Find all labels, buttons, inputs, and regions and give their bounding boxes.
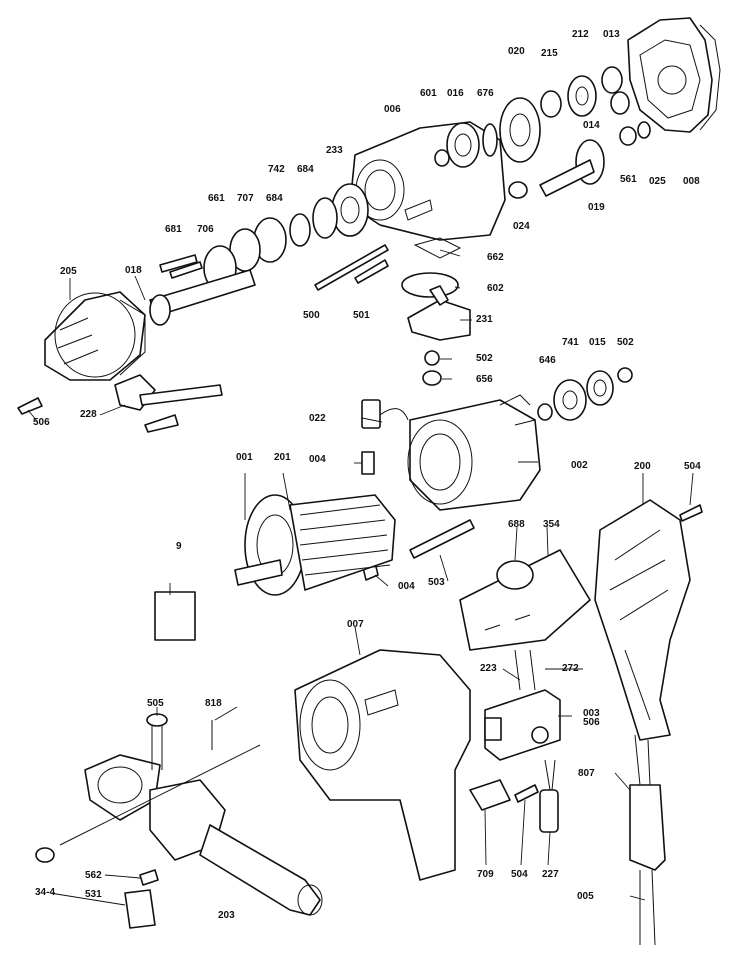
label-501: 501: [353, 310, 370, 321]
label-562: 562: [85, 870, 102, 881]
gear-housing-006: [349, 121, 506, 241]
label-807: 807: [578, 768, 595, 779]
label-503: 503: [428, 577, 445, 588]
clutch-stack: [203, 183, 369, 291]
label-601: 601: [420, 88, 437, 99]
label-016: 016: [447, 88, 464, 99]
label-013: 013: [603, 29, 620, 40]
label-504-handle: 504: [684, 461, 701, 472]
label-34-4: 34-4: [35, 887, 56, 898]
switch-cover-354: [459, 549, 591, 651]
label-020: 020: [508, 46, 525, 57]
pins-500-501: [169, 244, 389, 291]
label-500: 500: [303, 310, 320, 321]
gear-case-cover-008: [627, 17, 721, 133]
motor-housing-007: [294, 649, 471, 881]
label-223: 223: [480, 663, 497, 674]
label-014: 014: [583, 120, 600, 131]
label-201: 201: [274, 452, 291, 463]
spindle-018: [149, 254, 256, 326]
label-818: 818: [205, 698, 222, 709]
label-354: 354: [543, 519, 560, 530]
label-227: 227: [542, 869, 559, 880]
label-231: 231: [476, 314, 493, 325]
label-531: 531: [85, 889, 102, 900]
label-205: 205: [60, 266, 77, 277]
label-9: 9: [176, 541, 182, 552]
label-004-lower: 004: [398, 581, 415, 592]
label-646: 646: [539, 355, 556, 366]
label-200: 200: [634, 461, 651, 472]
label-005: 005: [577, 891, 594, 902]
label-742: 742: [268, 164, 285, 175]
label-684-lower: 684: [266, 193, 283, 204]
label-684-upper: 684: [297, 164, 314, 175]
label-741: 741: [562, 337, 579, 348]
label-024: 024: [513, 221, 530, 232]
screw-504: [679, 504, 703, 522]
label-272: 272: [562, 663, 579, 674]
label-018: 018: [125, 265, 142, 276]
screw-506: [17, 397, 43, 415]
label-025: 025: [649, 176, 666, 187]
screw-503: [409, 519, 475, 559]
side-handle-203: [35, 713, 323, 929]
mode-selector-assembly: [401, 237, 471, 386]
label-001: 001: [236, 452, 253, 463]
terminal-capacitor: [469, 759, 559, 833]
label-203: 203: [218, 910, 235, 921]
field-002: [407, 394, 541, 511]
label-688: 688: [508, 519, 525, 530]
label-656: 656: [476, 374, 493, 385]
label-233: 233: [326, 145, 343, 156]
label-015: 015: [589, 337, 606, 348]
armature-001: [234, 494, 396, 596]
label-502-lower: 502: [476, 353, 493, 364]
label-662: 662: [487, 252, 504, 263]
label-008: 008: [683, 176, 700, 187]
leader-lines: [27, 249, 694, 906]
label-709: 709: [477, 869, 494, 880]
label-228: 228: [80, 409, 97, 420]
chuck-205: [44, 291, 146, 381]
label-card-9: [154, 591, 196, 641]
label-004-upper: 004: [309, 454, 326, 465]
label-676: 676: [477, 88, 494, 99]
switch-003: [484, 649, 561, 761]
label-006: 006: [384, 104, 401, 115]
label-019: 019: [588, 202, 605, 213]
label-707: 707: [237, 193, 254, 204]
label-007: 007: [347, 619, 364, 630]
label-212: 212: [572, 29, 589, 40]
cord-005: [629, 734, 666, 946]
label-561: 561: [620, 174, 637, 185]
chuck-key-228: [114, 374, 223, 433]
gear-train: [434, 66, 651, 199]
label-505: 505: [147, 698, 164, 709]
label-706: 706: [197, 224, 214, 235]
label-661: 661: [208, 193, 225, 204]
label-003: 003: [583, 708, 600, 719]
label-502-upper: 502: [617, 337, 634, 348]
label-506-screw: 506: [33, 417, 50, 428]
label-002: 002: [571, 460, 588, 471]
label-215: 215: [541, 48, 558, 59]
label-504-terminal: 504: [511, 869, 528, 880]
label-681: 681: [165, 224, 182, 235]
label-506-switch: 506: [583, 717, 600, 728]
handle-200: [594, 499, 691, 741]
label-602: 602: [487, 283, 504, 294]
bearings-646-741-015: [537, 367, 633, 421]
label-022: 022: [309, 413, 326, 424]
